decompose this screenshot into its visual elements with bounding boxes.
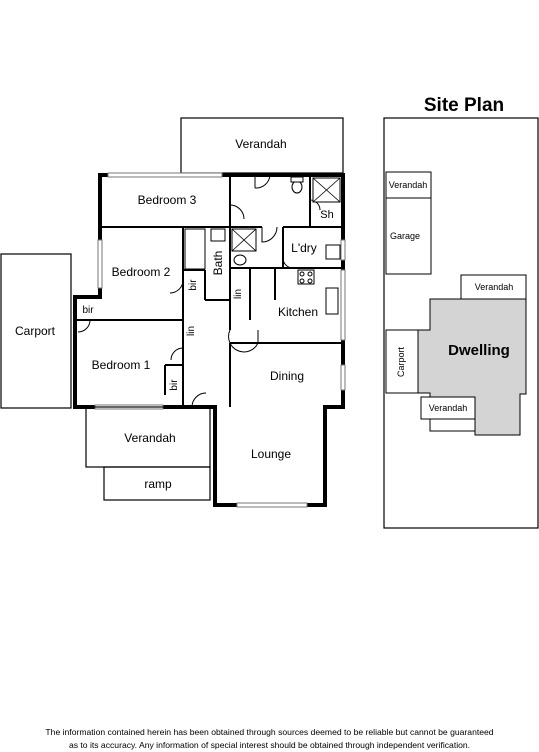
floor-plan: Verandah Bedroom 3 Bedroom 2 Bedroom 1 C… xyxy=(0,117,346,508)
site-plan-title: Site Plan xyxy=(424,95,504,116)
site-plan: Site Plan Verandah Garage Verandah Carpo… xyxy=(383,95,539,529)
bedroom2-label: Bedroom 2 xyxy=(112,265,171,279)
shower-label: Sh xyxy=(320,209,333,221)
lounge-label: Lounge xyxy=(251,447,291,461)
bir-bed2-label: bir xyxy=(188,279,199,291)
verandah-rear-label: Verandah xyxy=(235,137,286,151)
lin-2-label: lin xyxy=(186,326,197,336)
carport-label: Carport xyxy=(15,324,56,338)
site-carport-label: Carport xyxy=(396,346,406,377)
toilet-icon xyxy=(291,180,303,194)
bir-bed1-top-label: bir xyxy=(82,305,94,316)
site-verandah-top-label: Verandah xyxy=(475,282,514,292)
verandah-front-label: Verandah xyxy=(124,431,175,445)
dining-label: Dining xyxy=(270,369,304,383)
bath-label: Bath xyxy=(211,251,225,276)
bathtub-icon xyxy=(184,228,206,270)
sink-icon xyxy=(325,287,339,315)
site-dwelling-label: Dwelling xyxy=(448,342,510,359)
house-exterior-walls xyxy=(73,173,345,507)
site-garage-label: Garage xyxy=(390,231,420,241)
carport-outline xyxy=(0,253,72,409)
fixtures xyxy=(184,176,341,315)
site-carport xyxy=(385,329,419,394)
kitchen-label: Kitchen xyxy=(278,305,318,319)
doors xyxy=(77,174,321,408)
bedroom3-label: Bedroom 3 xyxy=(138,193,197,207)
lin-1-label: lin xyxy=(233,289,244,299)
windows xyxy=(94,172,346,508)
site-garage xyxy=(385,197,432,275)
disclaimer-line-1: The information contained herein has bee… xyxy=(45,727,494,737)
bedroom1-label: Bedroom 1 xyxy=(92,358,151,372)
bir-bed1-label: bir xyxy=(169,379,180,391)
ramp-label: ramp xyxy=(144,477,172,491)
laundry-label: L'dry xyxy=(291,241,317,255)
site-verandah-rear-label: Verandah xyxy=(389,180,428,190)
disclaimer-line-2: as to its accuracy. Any information of s… xyxy=(68,740,471,750)
site-verandah-front-label: Verandah xyxy=(429,403,468,413)
ramp-outline xyxy=(103,466,211,501)
